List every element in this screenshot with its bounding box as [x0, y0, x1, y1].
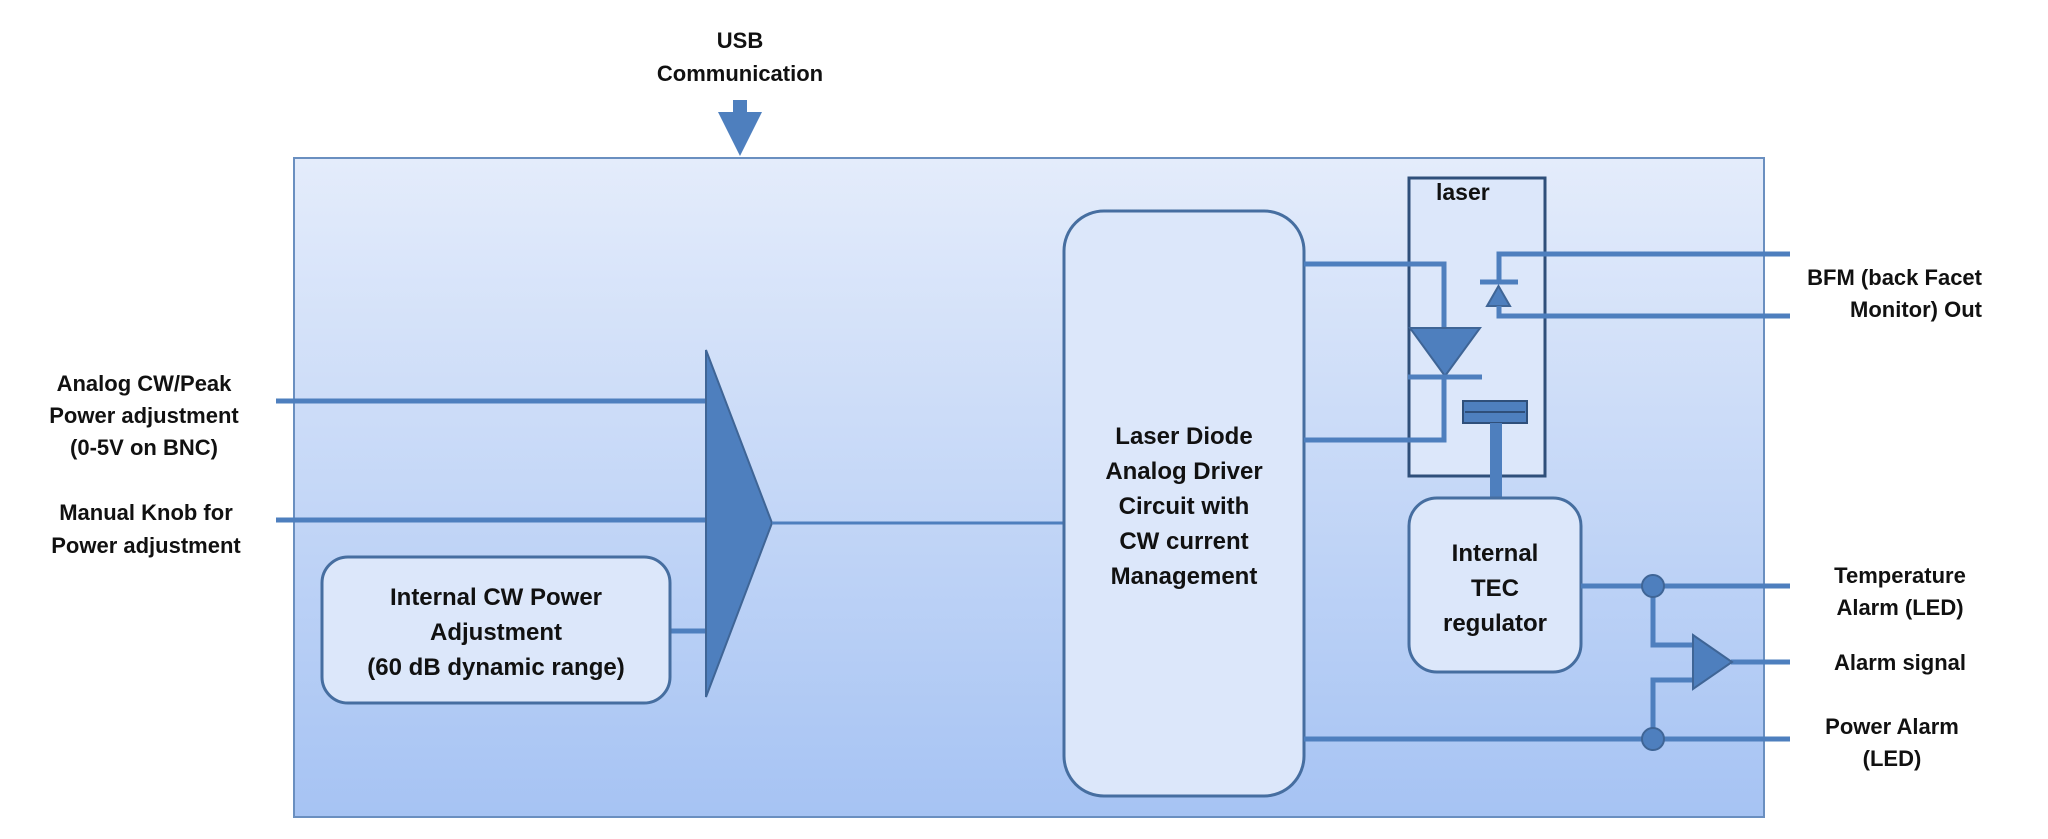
driver-to-diode-bottom	[1304, 376, 1447, 443]
usb-arrow-icon	[718, 100, 762, 156]
temp-alarm-label-line2: Alarm (LED)	[1836, 595, 1963, 620]
tec-line3: regulator	[1443, 610, 1547, 637]
manual-label-line1: Manual Knob for	[59, 500, 233, 525]
power-junction-dot	[1641, 727, 1665, 751]
photodiode-icon	[1480, 251, 1790, 319]
internal-cw-block	[320, 555, 672, 705]
alarm-signal-label: Alarm signal	[1834, 650, 1966, 675]
tec-line1: Internal	[1452, 540, 1539, 567]
temp-alarm-label-line1: Temperature	[1834, 563, 1966, 588]
driver-line2: Analog Driver	[1105, 458, 1262, 485]
tec-line2: TEC	[1471, 575, 1519, 602]
driver-block	[1062, 209, 1306, 798]
manual-label-line2: Power adjustment	[51, 533, 241, 558]
driver-line5: Management	[1111, 563, 1258, 590]
or-gate-icon	[1692, 633, 1734, 691]
power-to-gate	[1650, 677, 1693, 739]
driver-line1: Laser Diode	[1115, 423, 1252, 450]
usb-label-line2: Communication	[657, 61, 823, 86]
power-alarm-label-line1: Power Alarm	[1825, 714, 1959, 739]
usb-label-line1: USB	[717, 28, 763, 53]
bfm-label-line2: Monitor) Out	[1850, 297, 1983, 322]
driver-line3: Circuit with	[1119, 493, 1250, 520]
temp-to-gate	[1650, 586, 1693, 648]
internal-cw-line1: Internal CW Power	[390, 584, 602, 611]
driver-to-diode-top	[1304, 261, 1447, 330]
bfm-label-line1: BFM (back Facet	[1807, 265, 1982, 290]
summing-amplifier	[705, 349, 774, 698]
laser-label: laser	[1436, 179, 1490, 205]
internal-cw-line3: (60 dB dynamic range)	[367, 654, 624, 681]
power-alarm-label-line2: (LED)	[1863, 746, 1922, 771]
driver-line4: CW current	[1119, 528, 1248, 555]
tec-connector	[1490, 423, 1502, 499]
analog-label-line1: Analog CW/Peak	[57, 371, 233, 396]
temp-junction-dot	[1641, 574, 1665, 598]
analog-label-line2: Power adjustment	[49, 403, 239, 428]
laser-diode-icon	[1408, 327, 1482, 380]
analog-label-line3: (0-5V on BNC)	[70, 435, 218, 460]
internal-cw-line2: Adjustment	[430, 619, 562, 646]
